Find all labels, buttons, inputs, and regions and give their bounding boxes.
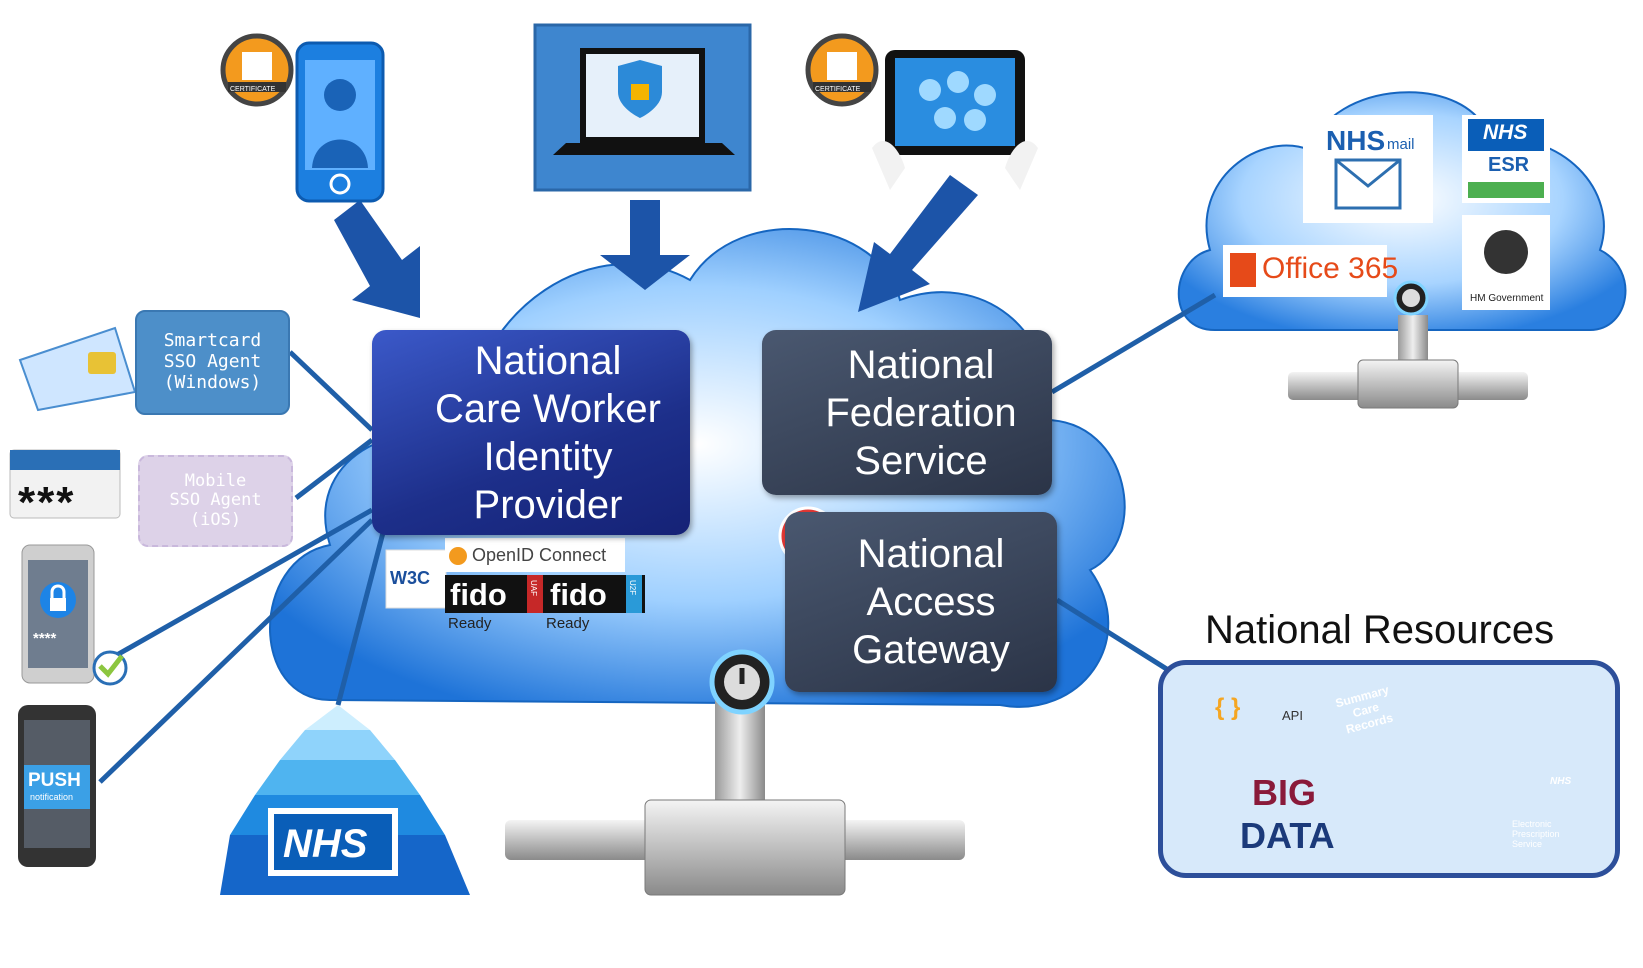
eps-label: Electronic Prescription Service bbox=[1512, 819, 1560, 849]
office365-label: Office 365 bbox=[1262, 252, 1399, 285]
national-care-worker-identity-provider[interactable]: National Care Worker Identity Provider bbox=[372, 330, 690, 535]
arrows bbox=[334, 175, 978, 318]
certificate-badge-2 bbox=[805, 33, 879, 107]
gw-line-3: Gateway bbox=[852, 628, 1010, 672]
idp-line-3: Identity bbox=[483, 434, 613, 479]
nhs-pyramid-label: NHS bbox=[283, 822, 368, 866]
fido-uaf-label: fido bbox=[450, 577, 507, 612]
password-field-icon bbox=[9, 449, 121, 519]
laptop-icon bbox=[533, 23, 752, 192]
tablet-icon bbox=[872, 50, 1038, 190]
lock-phone-icon bbox=[21, 544, 128, 686]
national-resources-title: National Resources bbox=[1205, 608, 1555, 652]
services-tiles bbox=[1223, 115, 1550, 310]
esr-nhs-label: NHS bbox=[1483, 121, 1528, 144]
ready-label-2: Ready bbox=[546, 615, 590, 632]
national-access-gateway[interactable]: National Access Gateway bbox=[785, 512, 1057, 692]
certificate-badge-1 bbox=[220, 33, 294, 107]
mobile-sso-agent[interactable]: Mobile SSO Agent (iOS) bbox=[138, 455, 293, 547]
eps-nhs-label: NHS bbox=[1550, 776, 1572, 787]
national-federation-service[interactable]: National Federation Service bbox=[762, 330, 1052, 495]
big-label: BIG bbox=[1252, 772, 1317, 813]
certificate-label-2: CERTIFICATE bbox=[815, 86, 861, 93]
uaf-tag: UAF bbox=[529, 580, 538, 596]
push-phone-icon bbox=[18, 705, 96, 867]
smartcard-sso-agent[interactable]: Smartcard SSO Agent (Windows) bbox=[135, 310, 290, 415]
nhsmail-mail-label: mail bbox=[1387, 136, 1415, 153]
standards-badges bbox=[385, 538, 645, 613]
smartcard-icon bbox=[18, 326, 137, 412]
national-resources-panel bbox=[1158, 660, 1620, 878]
api-braces: { } bbox=[1215, 694, 1241, 721]
push-sub-label: notification bbox=[30, 792, 74, 802]
fed-line-3: Service bbox=[854, 438, 988, 483]
w3c-label: W3C bbox=[390, 568, 430, 588]
idp-line-2: Care Worker bbox=[435, 386, 661, 431]
api-label: API bbox=[1282, 708, 1303, 723]
nhsmail-nhs-label: NHS bbox=[1326, 125, 1386, 156]
pin-mask: **** bbox=[33, 630, 57, 647]
mobile-phone-icon bbox=[295, 41, 385, 203]
idp-line-4: Provider bbox=[473, 482, 623, 527]
mobile-agent-label: Mobile SSO Agent (iOS) bbox=[169, 470, 262, 530]
smartcard-agent-label: Smartcard SSO Agent (Windows) bbox=[163, 330, 262, 393]
fido-u2f-label: fido bbox=[550, 577, 607, 612]
esr-label: ESR bbox=[1488, 154, 1530, 176]
certificate-label-1: CERTIFICATE bbox=[230, 86, 276, 93]
fed-line-1: National bbox=[847, 342, 995, 387]
push-label: PUSH bbox=[28, 770, 81, 791]
main-server-connector bbox=[505, 649, 965, 896]
fed-line-2: Federation bbox=[825, 390, 1017, 435]
ready-label-1: Ready bbox=[448, 615, 492, 632]
gw-line-2: Access bbox=[866, 580, 996, 624]
nhs-pyramid-icon bbox=[220, 705, 470, 895]
idp-line-1: National bbox=[474, 338, 622, 383]
data-label: DATA bbox=[1240, 815, 1335, 856]
u2f-tag: U2F bbox=[628, 580, 637, 596]
openid-label: OpenID Connect bbox=[472, 545, 607, 565]
password-mask: *** bbox=[18, 478, 76, 527]
hm-government-label: HM Government bbox=[1470, 293, 1544, 304]
gw-line-1: National bbox=[857, 532, 1005, 576]
